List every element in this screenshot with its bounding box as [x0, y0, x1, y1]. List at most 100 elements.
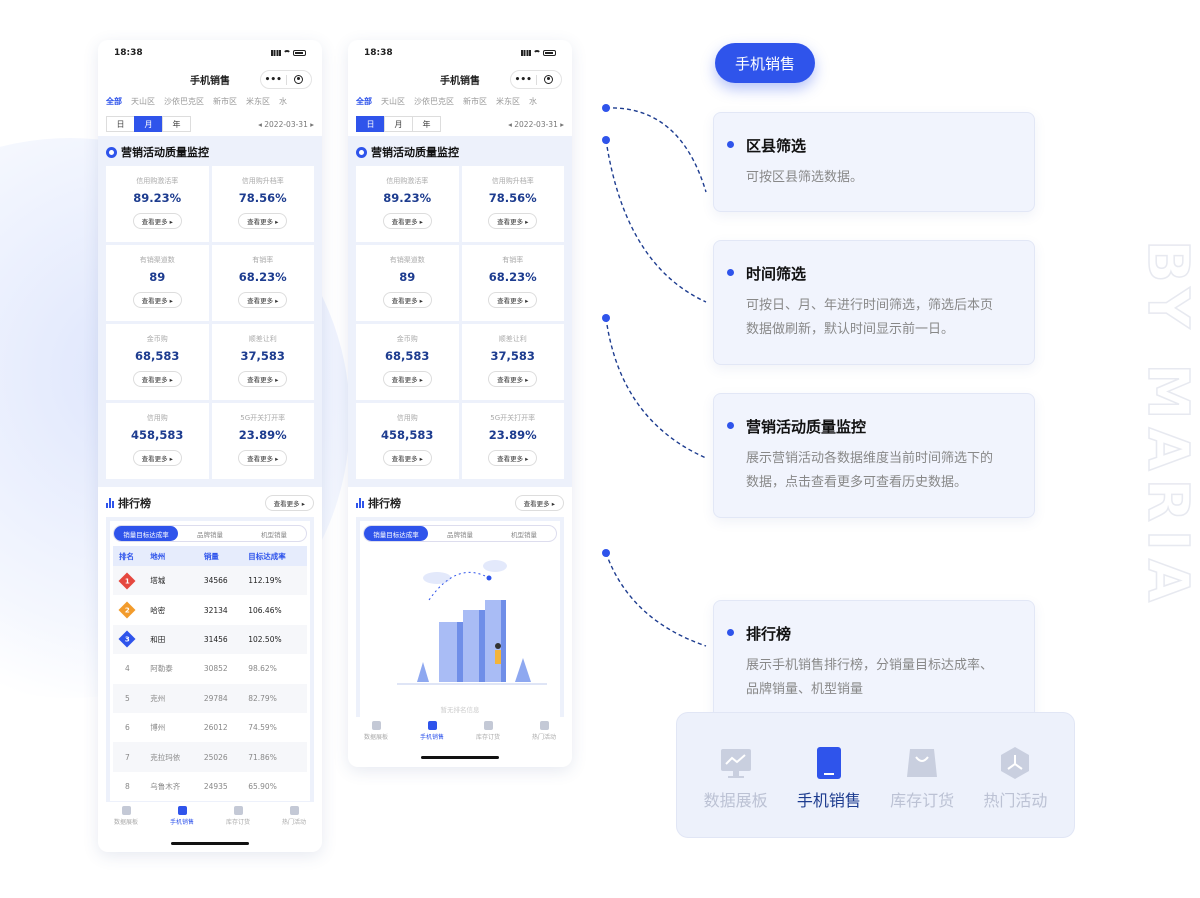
- ranking-title: 排行榜: [118, 497, 151, 510]
- cell-rate: 74.59%: [248, 723, 277, 733]
- col-header: 目标达成率: [242, 546, 307, 566]
- ranking-view-more-button[interactable]: 查看更多 ▸: [264, 495, 314, 511]
- metric-value: 37,583: [490, 349, 535, 363]
- cell-region: 哈密: [150, 605, 166, 615]
- time-tab-month[interactable]: 月: [134, 116, 163, 132]
- district-tab-tianshan[interactable]: 天山区: [131, 97, 155, 106]
- more-menu-icon[interactable]: •••: [514, 74, 532, 85]
- cell-region: 博州: [150, 723, 166, 733]
- close-target-icon[interactable]: [287, 74, 312, 85]
- tabbar-item-activities[interactable]: 热门活动: [266, 806, 322, 834]
- tab-bar: 数据展板 手机销售 库存订货 热门活动: [348, 717, 572, 749]
- view-more-button[interactable]: 查看更多 ▸: [238, 450, 288, 466]
- col-header: 排名: [113, 546, 145, 566]
- cell-rate: 112.19%: [242, 566, 307, 596]
- section-icon: [106, 146, 117, 158]
- district-tab-midong[interactable]: 米东区: [246, 97, 270, 106]
- section-title: 营销活动质量监控: [371, 146, 459, 159]
- tabbar-item-phone-sales[interactable]: 手机销售: [404, 721, 460, 749]
- metric-value: 78.56%: [238, 191, 287, 205]
- view-more-button[interactable]: 查看更多 ▸: [132, 292, 182, 308]
- tab-brand-sales[interactable]: 品牌销量: [447, 530, 473, 539]
- view-more-button[interactable]: 查看更多 ▸: [488, 213, 538, 229]
- more-menu-icon[interactable]: •••: [264, 74, 282, 85]
- metric-value: 89.23%: [133, 191, 182, 205]
- view-more-button[interactable]: 查看更多 ▸: [238, 371, 288, 387]
- connector-line: [605, 552, 707, 647]
- metric-value: 89.23%: [383, 191, 432, 205]
- view-more-button[interactable]: 查看更多 ▸: [132, 213, 182, 229]
- battery-icon: [293, 50, 306, 56]
- showcase-tab-activities[interactable]: 热门活动: [969, 747, 1062, 837]
- view-more-button[interactable]: 查看更多 ▸: [382, 450, 432, 466]
- time-tab-day[interactable]: 日: [106, 116, 135, 132]
- connector-dot: [602, 136, 610, 144]
- metric-label: 5G开关打开率: [240, 414, 286, 422]
- date-picker[interactable]: ◂ 2022-03-31 ▸: [258, 119, 314, 129]
- tab-brand-sales[interactable]: 品牌销量: [197, 530, 223, 539]
- view-more-button[interactable]: 查看更多 ▸: [488, 371, 538, 387]
- view-more-button[interactable]: 查看更多 ▸: [132, 371, 182, 387]
- metric-label: 有销率: [502, 256, 524, 264]
- tab-sales-target[interactable]: 销量目标达成率: [364, 526, 428, 541]
- tabbar-item-dashboard[interactable]: 数据展板: [348, 721, 404, 749]
- district-tab-midong[interactable]: 米东区: [496, 97, 520, 106]
- cell-rank: 5: [113, 683, 145, 713]
- section-icon: [356, 146, 367, 158]
- close-target-icon[interactable]: [537, 74, 562, 85]
- showcase-tab-phone-sales[interactable]: 手机销售: [782, 747, 875, 837]
- bag-icon: [907, 749, 938, 777]
- district-tab-shui[interactable]: 水: [279, 97, 287, 106]
- view-more-button[interactable]: 查看更多 ▸: [238, 213, 288, 229]
- date-picker[interactable]: ◂ 2022-03-31 ▸: [508, 119, 564, 129]
- tab-model-sales[interactable]: 机型销量: [511, 530, 537, 539]
- view-more-button[interactable]: 查看更多 ▸: [382, 292, 432, 308]
- time-tab-day[interactable]: 日: [356, 116, 385, 132]
- showcase-tab-dashboard[interactable]: 数据展板: [689, 747, 782, 837]
- showcase-tab-inventory[interactable]: 库存订货: [876, 747, 969, 837]
- district-tab-all[interactable]: 全部: [356, 96, 372, 112]
- tabbar-item-inventory[interactable]: 库存订货: [210, 806, 266, 834]
- metric-label: 信用购升档率: [491, 177, 534, 185]
- ranking-view-more-button[interactable]: 查看更多 ▸: [514, 495, 564, 511]
- view-more-button[interactable]: 查看更多 ▸: [238, 292, 288, 308]
- metric-value: 68,583: [135, 349, 180, 363]
- metric-label: 有销渠道数: [389, 256, 425, 264]
- district-tab-tianshan[interactable]: 天山区: [381, 97, 405, 106]
- monitor-icon: [720, 749, 751, 778]
- district-tabs: 全部 天山区 沙依巴克区 新市区 米东区 水: [98, 92, 322, 112]
- district-tab-all[interactable]: 全部: [106, 96, 122, 112]
- cell-sales: 34566: [197, 566, 243, 596]
- district-tab-xinshi[interactable]: 新市区: [213, 97, 237, 106]
- district-tab-shayibake[interactable]: 沙依巴克区: [164, 97, 204, 106]
- view-more-button[interactable]: 查看更多 ▸: [488, 292, 538, 308]
- tab-model-sales[interactable]: 机型销量: [261, 530, 287, 539]
- tabbar-item-phone-sales[interactable]: 手机销售: [154, 806, 210, 834]
- ranking-tabs: 销量目标达成率 品牌销量 机型销量: [363, 525, 557, 542]
- district-tab-xinshi[interactable]: 新市区: [463, 97, 487, 106]
- battery-icon: [543, 50, 556, 56]
- signal-icon: [271, 50, 281, 56]
- view-more-button[interactable]: 查看更多 ▸: [382, 371, 432, 387]
- view-more-button[interactable]: 查看更多 ▸: [488, 450, 538, 466]
- tabbar-item-dashboard[interactable]: 数据展板: [98, 806, 154, 834]
- signal-icon: [521, 50, 531, 56]
- tabbar-item-inventory[interactable]: 库存订货: [460, 721, 516, 749]
- district-tab-shayibake[interactable]: 沙依巴克区: [414, 97, 454, 106]
- view-more-button[interactable]: 查看更多 ▸: [382, 213, 432, 229]
- district-tab-shui[interactable]: 水: [529, 97, 537, 106]
- tab-sales-target[interactable]: 销量目标达成率: [114, 526, 178, 541]
- time-tab-month[interactable]: 月: [384, 116, 413, 132]
- view-more-button[interactable]: 查看更多 ▸: [132, 450, 182, 466]
- connector-dot: [602, 549, 610, 557]
- time-tab-year[interactable]: 年: [162, 116, 191, 132]
- tabbar-item-activities[interactable]: 热门活动: [516, 721, 572, 749]
- wifi-icon: [533, 50, 541, 56]
- time-tab-year[interactable]: 年: [412, 116, 441, 132]
- metric-value: 68,583: [385, 349, 430, 363]
